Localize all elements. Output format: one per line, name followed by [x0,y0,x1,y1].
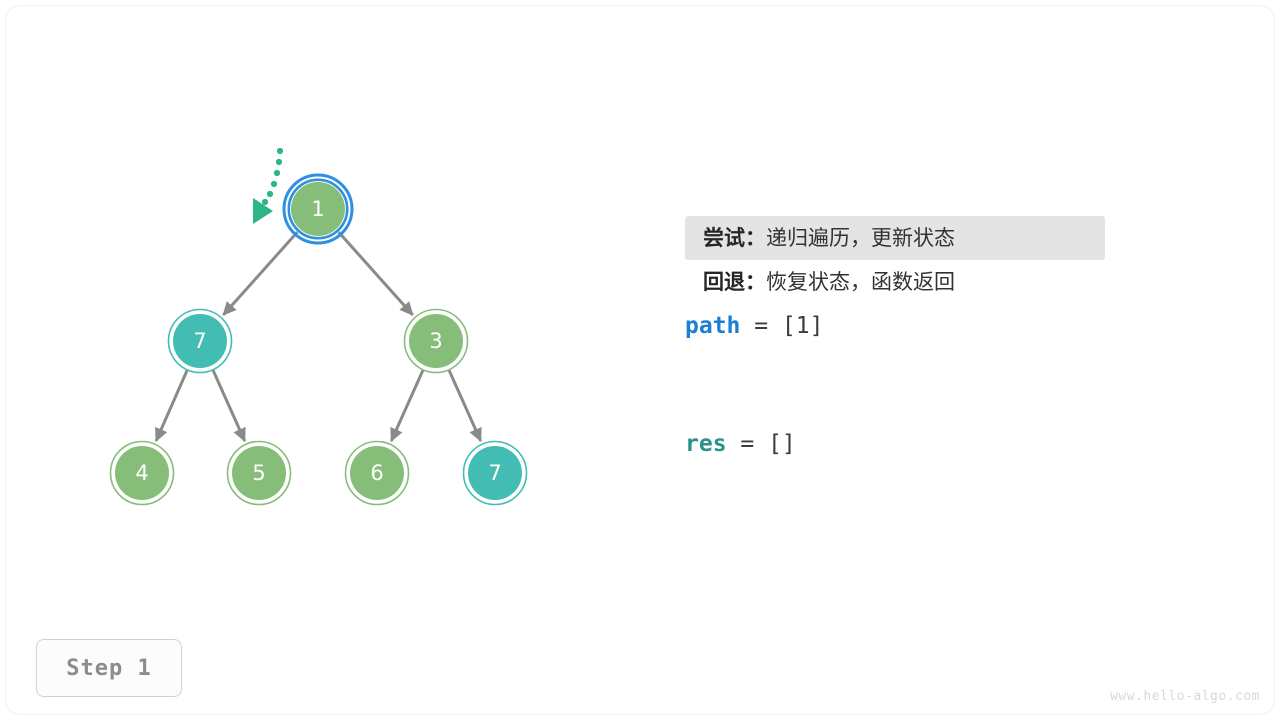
step-badge-label: Step 1 [66,655,152,681]
node-value-label: 7 [488,461,501,485]
tree-node-1: 1 [282,173,354,245]
variable-name-res: res [685,431,727,457]
pointer-trail-dot [266,190,274,198]
node-outline-ring [226,440,292,506]
pointer-trail-dot [270,180,278,188]
variable-value-path: = [1] [740,313,824,339]
node-circle [468,446,522,500]
info-text-try: 递归遍历，更新状态 [766,226,955,250]
node-circle [115,446,169,500]
tree-nodes: 1 7 3 4 5 6 7 [109,173,528,506]
pointer-trail-dot [261,198,269,206]
node-circle [350,446,404,500]
node-outline-ring [462,440,528,506]
node-circle [232,446,286,500]
info-label-retreat: 回退： [703,270,766,294]
node-value-label: 3 [429,329,442,353]
tree-node-5: 5 [226,440,292,506]
code-line-path: path = [1] [685,304,1105,348]
pointer-arrowhead-icon [253,198,273,224]
node-value-label: 1 [311,197,324,221]
tree-edge [222,231,299,316]
node-highlight-ring [282,173,354,245]
node-value-label: 4 [135,461,148,485]
tree-node-7: 7 [167,308,233,374]
step-badge: Step 1 [36,639,182,697]
info-line-retreat: 回退：恢复状态，函数返回 [685,260,1105,304]
site-watermark: www.hello-algo.com [1110,689,1260,704]
node-value-label: 5 [252,461,265,485]
tree-node-6: 6 [344,440,410,506]
pointer-trail-dot [276,147,284,155]
node-outline-ring [167,308,233,374]
tree-edge [447,368,483,443]
info-label-try: 尝试： [703,226,766,250]
pointer-trail-dot [273,169,281,177]
node-circle [291,182,345,236]
node-value-label: 6 [370,461,383,485]
node-outline-ring [109,440,175,506]
pointer-trail-dot [275,158,283,166]
tree-edge [211,368,247,443]
code-spacer [685,348,1105,422]
node-circle [173,314,227,368]
node-highlight-inner-ring [287,178,349,240]
node-value-label: 7 [193,329,206,353]
traversal-pointer-arrow [253,147,284,224]
node-outline-ring [344,440,410,506]
variable-value-res: = [] [726,431,796,457]
node-outline-ring [403,308,469,374]
info-line-try: 尝试：递归遍历，更新状态 [685,216,1105,260]
tree-edges [154,231,483,443]
tree-node-4: 4 [109,440,175,506]
info-text-retreat: 恢复状态，函数返回 [766,270,955,294]
tree-edge [154,368,189,443]
state-info-panel: 尝试：递归遍历，更新状态 回退：恢复状态，函数返回 path = [1] res… [685,216,1105,466]
tree-edge [389,368,425,443]
variable-name-path: path [685,313,741,339]
node-circle [409,314,463,368]
tree-node-7: 7 [462,440,528,506]
tree-node-3: 3 [403,308,469,374]
tree-edge [337,231,414,316]
code-line-res: res = [] [685,422,1105,466]
